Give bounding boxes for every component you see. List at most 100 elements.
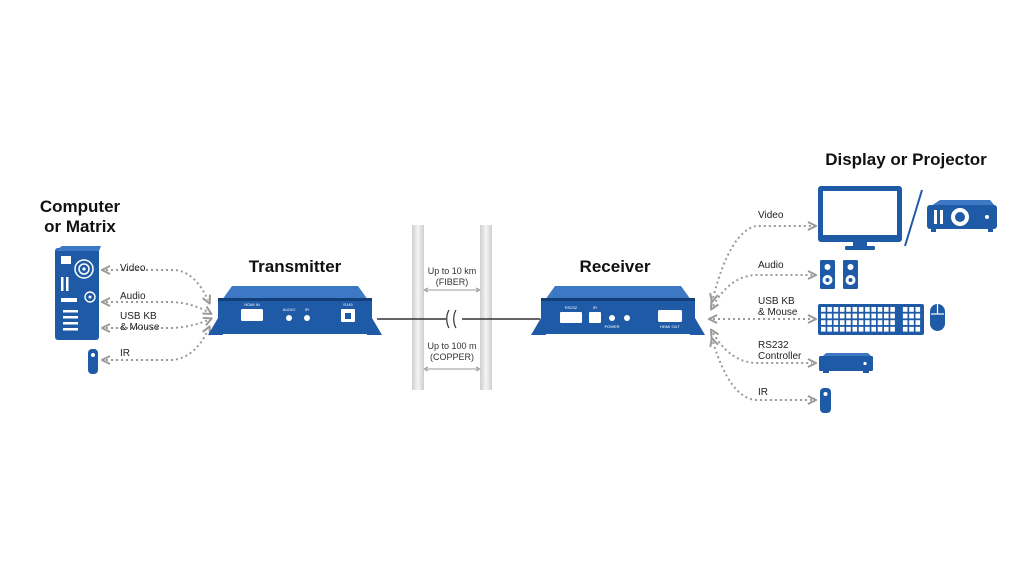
keyboard-key xyxy=(871,307,876,312)
tx-port-label-rj45: RJ45 xyxy=(343,302,353,307)
rx-port-label-power: POWER xyxy=(604,324,619,329)
divider-right-post xyxy=(480,225,492,390)
left-signal-arrows xyxy=(106,270,208,360)
right-label-rs232-line2: Controller xyxy=(758,351,802,362)
transmitter-device: HDMI IN AUDIO IR RJ45 xyxy=(208,286,382,335)
fiber-distance-line1: Up to 10 km xyxy=(427,266,477,276)
arrow-ir-right xyxy=(713,342,812,400)
tx-ir-port xyxy=(304,315,310,321)
computer-tower-icon xyxy=(55,246,101,340)
ir-remote-icon xyxy=(88,349,98,374)
arrow-ir-left xyxy=(106,330,208,360)
right-label-usb-line1: USB KB xyxy=(758,296,795,307)
right-label-rs232-line1: RS232 xyxy=(758,340,789,351)
left-label-audio: Audio xyxy=(120,291,146,302)
right-label-video: Video xyxy=(758,210,784,221)
keyboard-key xyxy=(846,320,851,325)
rx-hdmi-out-port xyxy=(658,310,682,322)
keyboard-key xyxy=(865,326,870,332)
monitor-icon xyxy=(818,186,902,250)
keyboard-key xyxy=(833,326,839,332)
keyboard-key xyxy=(821,320,826,325)
keyboard-key xyxy=(827,313,832,319)
keyboard-key xyxy=(871,326,876,332)
rx-rs232-port xyxy=(560,312,582,323)
link-cable xyxy=(377,309,540,329)
arrow-audio-left xyxy=(106,302,208,312)
distance-divider xyxy=(412,225,492,390)
left-label-usb: USB KB & Mouse xyxy=(120,311,159,333)
keyboard-key xyxy=(839,320,845,325)
divider-left-post xyxy=(412,225,424,390)
keyboard-key xyxy=(858,320,864,325)
keyboard-key xyxy=(846,313,851,319)
keyboard-key xyxy=(852,307,858,312)
right-label-usb-line2: & Mouse xyxy=(758,307,798,318)
keyboard-key xyxy=(833,307,839,312)
tx-port-label-audio: AUDIO xyxy=(283,307,296,312)
right-label-rs232: RS232 Controller xyxy=(758,340,801,362)
speakers-icon xyxy=(820,260,858,289)
keyboard-key xyxy=(915,307,921,312)
keyboard-key xyxy=(821,307,826,312)
tx-audio-port xyxy=(286,315,292,321)
display-header: Display or Projector xyxy=(825,150,987,169)
rx-port-label-hdmi: HDMI OUT xyxy=(660,324,680,329)
keyboard-key xyxy=(821,326,826,332)
keyboard-key xyxy=(909,326,914,332)
arrow-audio-right xyxy=(713,275,812,306)
keyboard-key xyxy=(890,307,895,312)
keyboard-key xyxy=(821,313,826,319)
keyboard-key xyxy=(890,326,895,332)
keyboard-key xyxy=(884,307,889,312)
keyboard-key xyxy=(833,320,839,325)
keyboard-key xyxy=(833,313,839,319)
copper-distance-line1: Up to 100 m xyxy=(427,341,477,351)
tx-port-label-hdmi: HDMI IN xyxy=(244,302,259,307)
keyboard-key xyxy=(915,313,921,319)
right-signal-arrows xyxy=(713,226,812,400)
keyboard-key xyxy=(884,313,889,319)
keyboard-key xyxy=(909,307,914,312)
keyboard-key xyxy=(890,320,895,325)
keyboard-key xyxy=(846,307,851,312)
rx-power-port xyxy=(609,315,615,321)
keyboard-key xyxy=(890,313,895,319)
keyboard-icon xyxy=(818,304,924,335)
keyboard-key xyxy=(852,313,858,319)
keyboard-key xyxy=(865,307,870,312)
transmitter-header: Transmitter xyxy=(248,257,342,276)
tx-port-label-ir: IR xyxy=(305,307,309,312)
computer-header: Computer or Matrix xyxy=(30,197,130,237)
keyboard-key xyxy=(884,326,889,332)
keyboard-key xyxy=(839,313,845,319)
right-label-usb: USB KB & Mouse xyxy=(758,296,797,318)
rx-port-label-rs232: RS232 xyxy=(565,305,578,310)
receiver-device: RS232 IR POWER HDMI OUT xyxy=(531,286,705,335)
copper-distance-label: Up to 100 m (COPPER) xyxy=(412,341,492,363)
keyboard-key xyxy=(877,326,883,332)
keyboard-key xyxy=(902,320,908,325)
keyboard-key xyxy=(884,320,889,325)
keyboard-key xyxy=(858,326,864,332)
controller-box-icon xyxy=(819,353,873,373)
monitor-projector-separator xyxy=(904,189,923,247)
keyboard-key xyxy=(865,320,870,325)
copper-distance-line2: (COPPER) xyxy=(429,352,474,362)
ir-remote-right-icon xyxy=(820,388,831,413)
keyboard-key xyxy=(865,313,870,319)
keyboard-key xyxy=(827,307,832,312)
keyboard-key xyxy=(902,313,908,319)
left-label-usb-line2: & Mouse xyxy=(120,322,160,333)
projector-icon xyxy=(927,200,997,232)
keyboard-key xyxy=(877,320,883,325)
right-label-ir: IR xyxy=(758,387,768,398)
keyboard-key xyxy=(902,307,908,312)
cable-break-icon xyxy=(446,309,450,329)
keyboard-key xyxy=(827,320,832,325)
keyboard-key xyxy=(846,326,851,332)
keyboard-key xyxy=(852,326,858,332)
mouse-icon xyxy=(930,304,945,331)
fiber-distance-line2: (FIBER) xyxy=(435,277,469,287)
